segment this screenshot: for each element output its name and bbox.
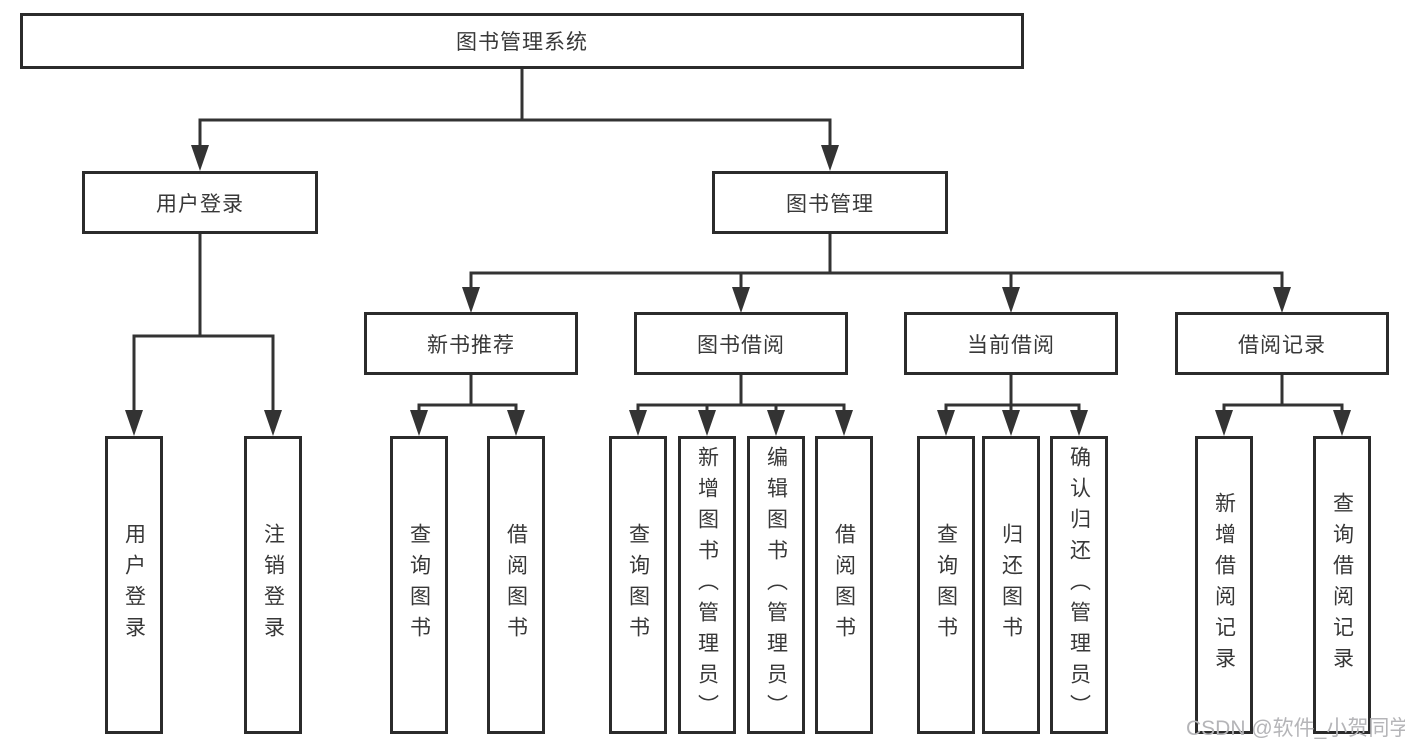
arrowhead — [767, 410, 785, 436]
arrowhead — [462, 287, 480, 313]
node-new-book-recommend: 新书推荐 — [364, 312, 578, 375]
arrowhead — [732, 287, 750, 313]
node-root-label: 图书管理系统 — [456, 31, 588, 54]
arrowhead — [191, 145, 209, 171]
leaf-add-borrow-record-label: 新增借阅记录 — [1212, 492, 1236, 678]
connector-path — [132, 67, 1344, 416]
leaf-query-books-recommend-label: 查询图书 — [407, 523, 431, 647]
node-current-borrow-label: 当前借阅 — [967, 333, 1055, 357]
node-user-login-label: 用户登录 — [156, 192, 244, 216]
leaf-borrow-books: 借阅图书 — [815, 436, 873, 734]
arrowhead — [1070, 410, 1088, 436]
node-user-login: 用户登录 — [82, 171, 318, 234]
node-current-borrow: 当前借阅 — [904, 312, 1118, 375]
leaf-add-books-admin: 新增图书（管理员） — [678, 436, 736, 734]
arrowhead — [507, 410, 525, 436]
node-borrow-record: 借阅记录 — [1175, 312, 1389, 375]
leaf-query-books-current: 查询图书 — [917, 436, 975, 734]
node-borrow-record-label: 借阅记录 — [1238, 333, 1326, 357]
leaf-borrow-books-label: 借阅图书 — [832, 523, 856, 647]
leaf-query-borrow-record-label: 查询借阅记录 — [1330, 492, 1354, 678]
leaf-user-login-label: 用户登录 — [122, 523, 146, 647]
node-book-borrow-label: 图书借阅 — [697, 333, 785, 357]
leaf-logout-label: 注销登录 — [261, 523, 285, 647]
arrowhead — [1002, 287, 1020, 313]
leaf-logout: 注销登录 — [244, 436, 302, 734]
arrowhead — [410, 410, 428, 436]
leaf-confirm-return-admin-label: 确认归还（管理员） — [1067, 445, 1091, 725]
leaf-query-borrow-record: 查询借阅记录 — [1313, 436, 1371, 734]
leaf-user-login: 用户登录 — [105, 436, 163, 734]
leaf-borrow-books-recommend: 借阅图书 — [487, 436, 545, 734]
leaf-query-books-borrow: 查询图书 — [609, 436, 667, 734]
arrowhead — [698, 410, 716, 436]
arrowhead — [629, 410, 647, 436]
leaf-borrow-books-recommend-label: 借阅图书 — [504, 523, 528, 647]
leaf-add-books-admin-label: 新增图书（管理员） — [695, 445, 719, 725]
leaf-edit-books-admin-label: 编辑图书（管理员） — [764, 445, 788, 725]
leaf-return-books-label: 归还图书 — [999, 523, 1023, 647]
arrowhead — [1273, 287, 1291, 313]
leaf-return-books: 归还图书 — [982, 436, 1040, 734]
arrowhead — [937, 410, 955, 436]
node-new-book-recommend-label: 新书推荐 — [427, 333, 515, 357]
node-book-management-label: 图书管理 — [786, 192, 874, 216]
arrowhead — [264, 410, 282, 436]
arrowhead — [125, 410, 143, 436]
arrowhead — [821, 145, 839, 171]
node-book-borrow: 图书借阅 — [634, 312, 848, 375]
leaf-query-books-recommend: 查询图书 — [390, 436, 448, 734]
arrowhead — [1333, 410, 1351, 436]
arrowhead — [1215, 410, 1233, 436]
leaf-add-borrow-record: 新增借阅记录 — [1195, 436, 1253, 734]
node-book-management: 图书管理 — [712, 171, 948, 234]
arrowheads — [125, 145, 1351, 436]
leaf-query-books-borrow-label: 查询图书 — [626, 523, 650, 647]
leaf-confirm-return-admin: 确认归还（管理员） — [1050, 436, 1108, 734]
arrowhead — [835, 410, 853, 436]
watermark: CSDN @软件_小贺同学 — [1186, 717, 1405, 740]
leaf-query-books-current-label: 查询图书 — [934, 523, 958, 647]
leaf-edit-books-admin: 编辑图书（管理员） — [747, 436, 805, 734]
arrowhead — [1002, 410, 1020, 436]
node-root: 图书管理系统 — [20, 13, 1024, 69]
